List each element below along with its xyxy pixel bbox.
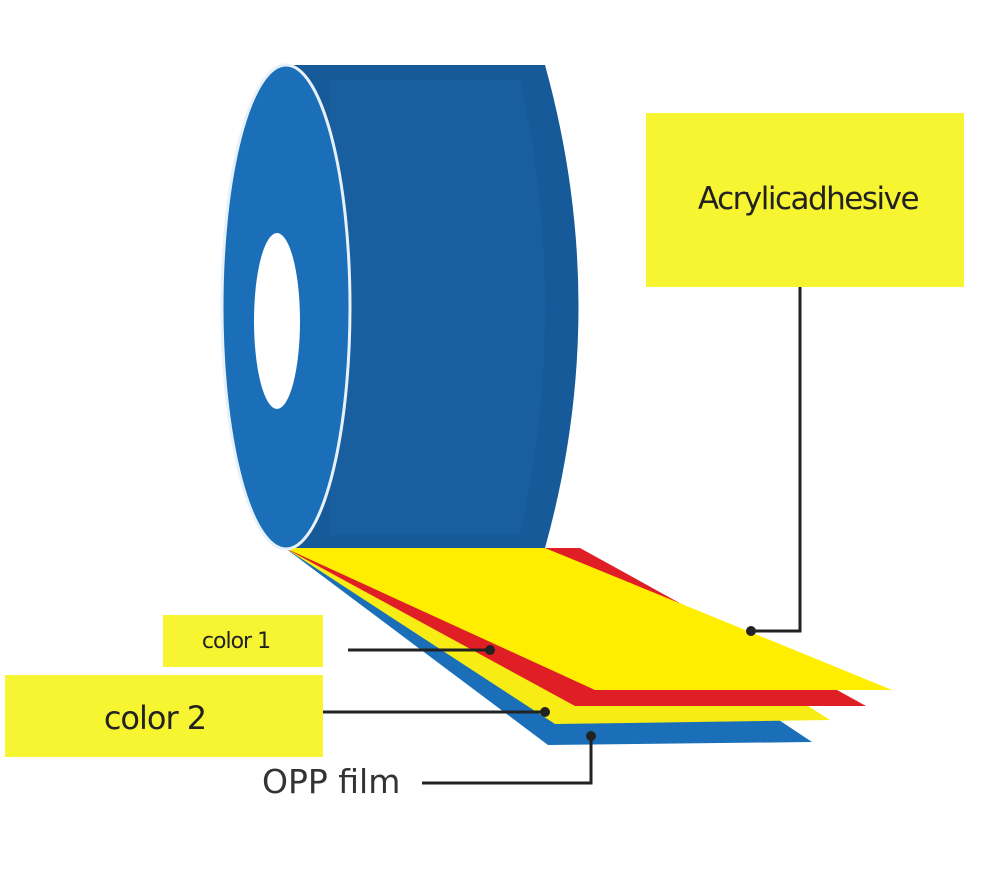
- acrylic-adhesive-label-box: [646, 113, 964, 287]
- acrylic-adhesive-layer: [285, 548, 892, 690]
- tape-roll-highlight: [330, 80, 545, 535]
- color1-leader-dot: [485, 645, 495, 655]
- color2-leader-dot: [540, 707, 550, 717]
- opp-film-leader-dot: [586, 731, 596, 741]
- acrylic-adhesive-label: Acrylicadhesive: [698, 181, 919, 217]
- color1-label-box: [163, 615, 323, 667]
- opp-film-leader-line: [422, 736, 593, 785]
- acrylic-adhesive-leader-line: [751, 287, 802, 633]
- tape-roll-core-hole: [254, 233, 300, 409]
- color1-label: color 1: [202, 629, 270, 654]
- opp-film-label: OPP film: [262, 762, 400, 801]
- acrylic-adhesive-leader-dot: [746, 626, 756, 636]
- color2-label: color 2: [104, 699, 206, 737]
- color2-label-box: [5, 675, 323, 757]
